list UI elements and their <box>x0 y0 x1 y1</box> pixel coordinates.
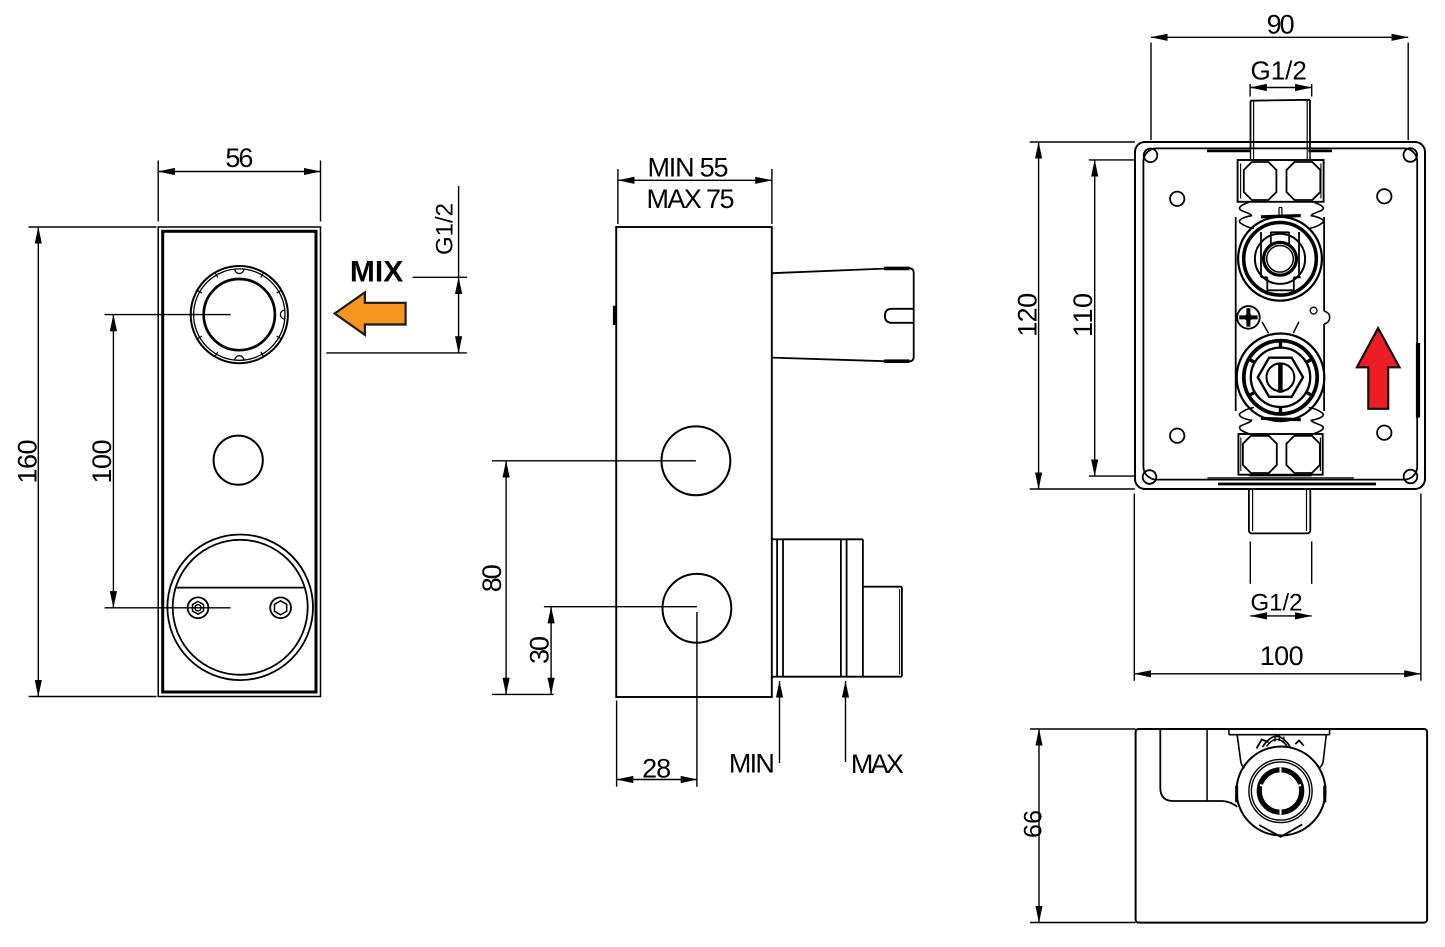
svg-text:66: 66 <box>1020 810 1048 838</box>
svg-text:56: 56 <box>225 143 253 173</box>
svg-text:80: 80 <box>477 564 507 592</box>
svg-text:G1/2: G1/2 <box>1251 55 1307 85</box>
svg-text:G1/2: G1/2 <box>1250 590 1302 617</box>
svg-text:MAX: MAX <box>851 749 904 779</box>
svg-text:100: 100 <box>1260 641 1304 671</box>
svg-text:MAX 75: MAX 75 <box>647 184 735 214</box>
svg-text:160: 160 <box>13 440 43 484</box>
svg-text:MIN 55: MIN 55 <box>648 153 729 183</box>
svg-text:110: 110 <box>1068 293 1098 337</box>
svg-text:G1/2: G1/2 <box>432 203 459 255</box>
svg-text:MIN: MIN <box>729 748 775 778</box>
svg-text:100: 100 <box>87 440 117 484</box>
svg-text:MIX: MIX <box>350 256 403 289</box>
svg-text:90: 90 <box>1267 9 1295 39</box>
svg-text:120: 120 <box>1013 293 1043 337</box>
svg-text:28: 28 <box>642 754 671 784</box>
svg-text:30: 30 <box>525 636 555 664</box>
